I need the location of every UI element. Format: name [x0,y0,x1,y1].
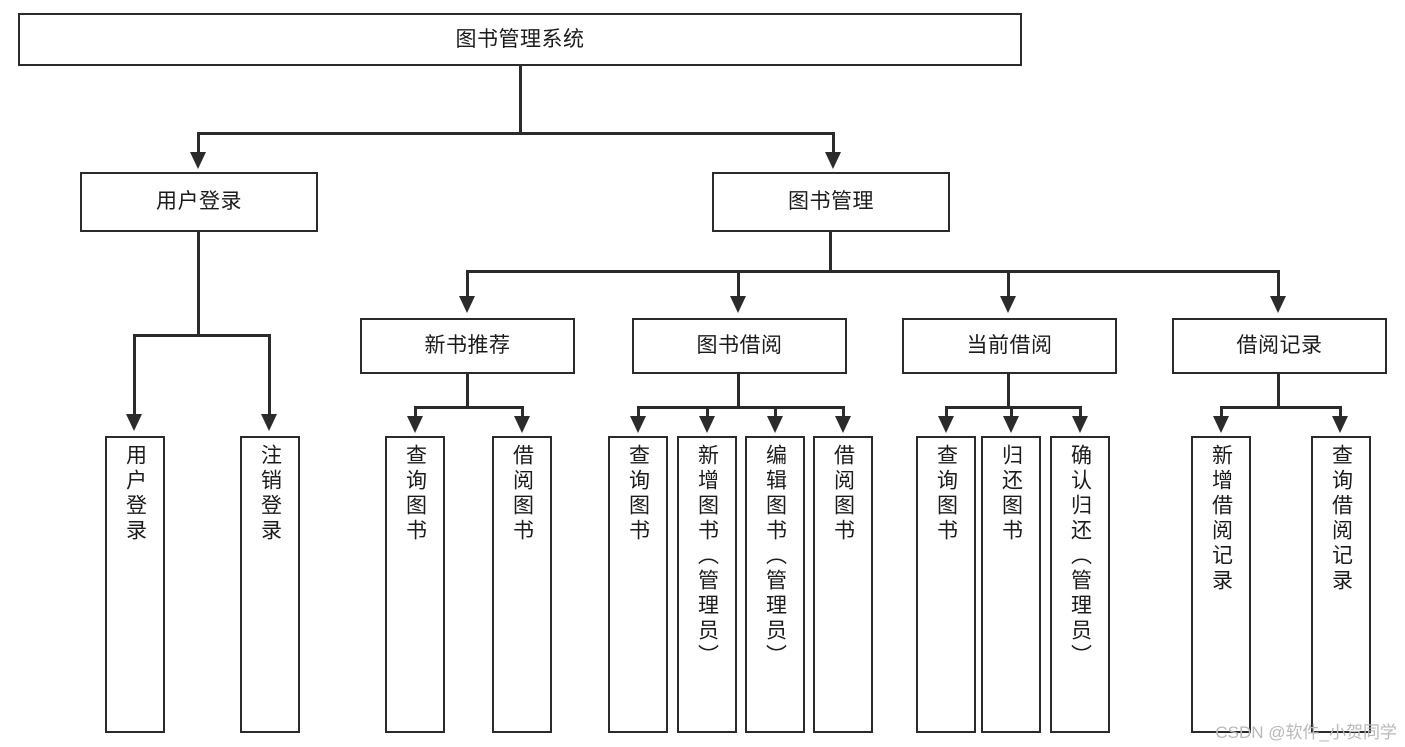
node-label: 新书推荐 [424,334,511,358]
leaf-user-login-2[interactable]: 注销登录 [240,436,300,733]
edge-book-borrow-drop-3 [774,406,777,418]
edge-new-book-bus [414,406,524,409]
node-borrow-record[interactable]: 借阅记录 [1172,318,1387,374]
edge-user-login-bus [133,334,271,337]
edge-book-borrow-bus [637,406,845,409]
leaf-current-borrow-3[interactable]: 确认归还（管理员） [1050,436,1110,733]
edge-book-borrow-drop-1 [637,406,640,418]
watermark-text: CSDN @软件_小贺同学 [1215,723,1397,742]
edge-current-borrow-drop-3 [1079,406,1082,418]
edge-borrow-record-stem [1277,374,1280,408]
node-label: 用户登录 [156,190,242,214]
leaf-current-borrow-2[interactable]: 归还图书 [981,436,1041,733]
edge-book-mgmt-bus [466,270,1280,273]
edge-borrow-record-bus [1220,406,1342,409]
edge-book-borrow-stem [737,374,740,408]
arrow-book-borrow-leaf-4 [835,416,851,433]
node-user-login[interactable]: 用户登录 [80,172,318,232]
node-label: 归还图书 [999,444,1023,544]
node-label: 查询图书 [934,444,958,544]
arrow-to-book-mgmt [825,152,841,169]
leaf-book-borrow-1[interactable]: 查询图书 [608,436,668,733]
leaf-book-borrow-3[interactable]: 编辑图书（管理员） [745,436,805,733]
arrow-book-borrow-leaf-1 [630,416,646,433]
edge-root-bus [197,132,835,135]
edge-borrow-record-drop-1 [1220,406,1223,418]
arrow-current-borrow-leaf-3 [1072,416,1088,433]
node-label: 借阅记录 [1236,334,1323,358]
arrow-to-user-login [190,152,206,169]
edge-borrow-record-drop-2 [1339,406,1342,418]
arrow-to-borrow-record [1270,296,1286,313]
edge-current-borrow-drop-1 [945,406,948,418]
edge-root-to-user-login [197,132,200,154]
edge-book-mgmt-stem [829,232,832,272]
edge-current-borrow-drop-2 [1010,406,1013,418]
edge-root-to-book-mgmt [832,132,835,154]
arrow-borrow-record-leaf-1 [1213,416,1229,433]
node-root-system[interactable]: 图书管理系统 [18,13,1022,66]
node-book-borrow[interactable]: 图书借阅 [632,318,847,374]
node-label: 注销登录 [258,444,282,544]
node-label: 查询图书 [626,444,650,544]
arrow-book-borrow-leaf-2 [699,416,715,433]
edge-book-borrow-drop-4 [842,406,845,418]
leaf-book-borrow-4[interactable]: 借阅图书 [813,436,873,733]
leaf-user-login-1[interactable]: 用户登录 [105,436,165,733]
node-label: 图书借阅 [696,334,783,358]
edge-book-mgmt-drop-1 [466,270,469,298]
edge-book-borrow-drop-2 [706,406,709,418]
edge-book-mgmt-drop-2 [737,270,740,298]
node-label: 图书管理系统 [455,27,585,51]
edge-user-login-drop-1 [133,334,136,416]
node-label: 图书管理 [788,190,874,214]
edge-book-mgmt-drop-4 [1277,270,1280,298]
arrow-to-book-borrow [730,296,746,313]
node-label: 用户登录 [123,444,147,544]
node-label: 查询借阅记录 [1329,444,1353,594]
leaf-new-book-2[interactable]: 借阅图书 [492,436,552,733]
arrow-user-login-leaf-1 [126,414,142,431]
arrow-borrow-record-leaf-2 [1332,416,1348,433]
node-book-management[interactable]: 图书管理 [712,172,950,232]
node-label: 借阅图书 [831,444,855,544]
node-label: 确认归还（管理员） [1068,444,1092,669]
leaf-current-borrow-1[interactable]: 查询图书 [916,436,976,733]
node-new-book-recommend[interactable]: 新书推荐 [360,318,575,374]
edge-current-borrow-bus [945,406,1082,409]
leaf-new-book-1[interactable]: 查询图书 [385,436,445,733]
leaf-borrow-record-1[interactable]: 新增借阅记录 [1191,436,1251,733]
edge-current-borrow-stem [1007,374,1010,408]
edge-new-book-drop-2 [521,406,524,418]
leaf-book-borrow-2[interactable]: 新增图书（管理员） [677,436,737,733]
edge-new-book-stem [466,374,469,408]
node-label: 借阅图书 [510,444,534,544]
node-label: 新增图书（管理员） [695,444,719,669]
node-current-borrow[interactable]: 当前借阅 [902,318,1117,374]
node-label: 当前借阅 [966,334,1053,358]
edge-user-login-drop-2 [268,334,271,416]
arrow-book-borrow-leaf-3 [767,416,783,433]
arrow-new-book-leaf-2 [514,416,530,433]
leaf-borrow-record-2[interactable]: 查询借阅记录 [1311,436,1371,733]
arrow-to-new-book [459,296,475,313]
arrow-user-login-leaf-2 [261,414,277,431]
node-label: 新增借阅记录 [1209,444,1233,594]
edge-root-stem [519,66,522,134]
arrow-current-borrow-leaf-1 [938,416,954,433]
edge-user-login-stem [197,232,200,336]
arrow-new-book-leaf-1 [407,416,423,433]
edge-book-mgmt-drop-3 [1007,270,1010,298]
edge-new-book-drop-1 [414,406,417,418]
arrow-to-current-borrow [1000,296,1016,313]
arrow-current-borrow-leaf-2 [1003,416,1019,433]
node-label: 查询图书 [403,444,427,544]
node-label: 编辑图书（管理员） [763,444,787,669]
